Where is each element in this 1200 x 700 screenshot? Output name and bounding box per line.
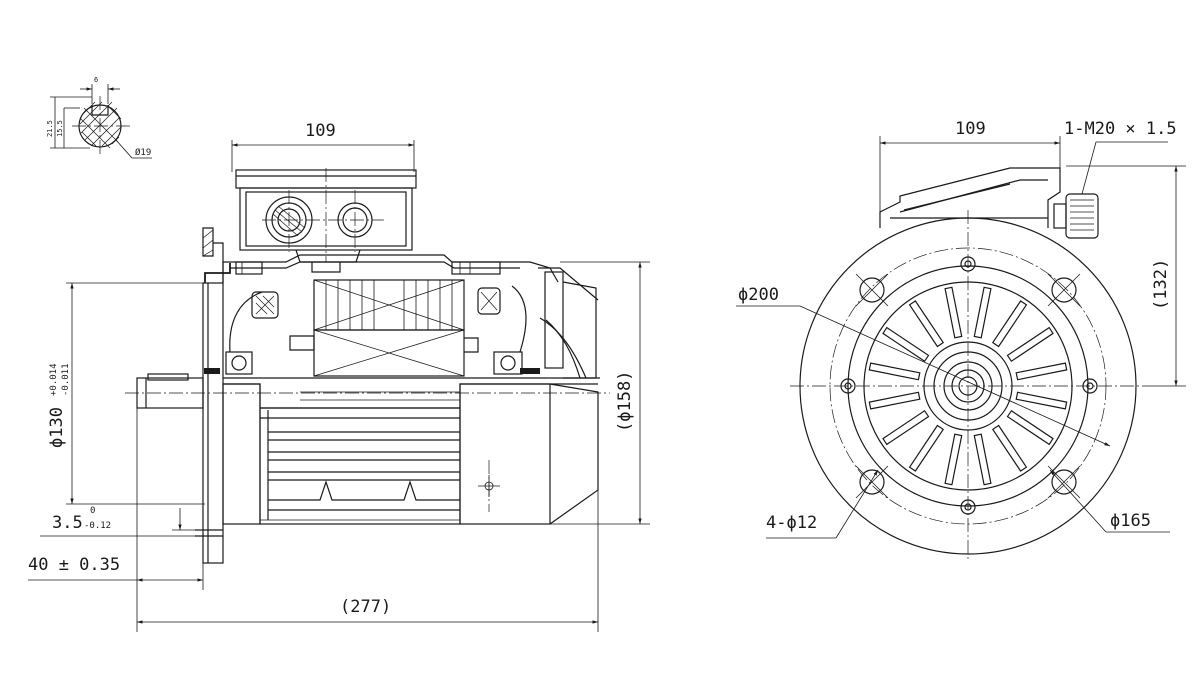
- spigot-diameter-label: ϕ130: [47, 407, 67, 448]
- end-fan-ribs: [868, 286, 1068, 486]
- bolt-holes-label: 4-ϕ12: [766, 513, 817, 533]
- fan-rib: [908, 300, 945, 348]
- spigot-tolerance-upper: +0.014: [49, 363, 59, 396]
- cable-gland-label: 1-M20 × 1.5: [1064, 119, 1177, 139]
- terminal-box-width-label: 109: [305, 121, 336, 141]
- fan-rib: [973, 433, 992, 486]
- pitch-circle-label: ϕ165: [1110, 511, 1151, 531]
- fan-rib: [868, 362, 921, 381]
- fan-rib: [973, 286, 992, 339]
- dim-21-5-label: 21.5: [46, 120, 54, 137]
- flange-tolerance-lower: -0.12: [84, 521, 111, 531]
- flange-hole: [855, 465, 889, 499]
- dim-15-5-label: 15.5: [56, 120, 64, 137]
- fan-rib: [1015, 362, 1068, 381]
- end-shield-bolts: [840, 256, 1098, 515]
- shaft-key-section-detail: 6 21.5 15.5 Ø19: [46, 76, 152, 159]
- terminal-box: [235, 168, 417, 273]
- flange-hole: [1047, 465, 1081, 499]
- flange-tolerance-upper: 0: [90, 506, 95, 516]
- fan-rib: [991, 300, 1028, 348]
- frame-diameter-label: (ϕ158): [615, 371, 635, 432]
- flange-diameter-label: ϕ200: [738, 285, 779, 305]
- fan-rib: [868, 391, 921, 410]
- shaft-length-label: 40 ± 0.35: [28, 555, 120, 575]
- spigot-tolerance-lower: -0.011: [61, 363, 71, 396]
- key-width-label: 6: [94, 76, 98, 84]
- flange-hole: [855, 273, 889, 307]
- flange-thickness-label: 3.5: [52, 513, 83, 533]
- motor-side-section-view: 109: [28, 121, 650, 632]
- shaft-diameter-label: Ø19: [135, 147, 151, 158]
- output-shaft: [125, 373, 610, 409]
- mounting-flange: [195, 227, 231, 564]
- fan-rib: [1006, 326, 1054, 363]
- fan-rib: [882, 409, 930, 446]
- stator-section: [204, 254, 599, 379]
- centre-height-label: (132): [1151, 259, 1171, 310]
- end-terminal-box: [879, 167, 1099, 239]
- motor-end-view: 109 1-M20 × 1.5 (132) ϕ200 4-ϕ12 ϕ165: [736, 119, 1186, 560]
- fan-rib: [882, 326, 930, 363]
- end-terminal-box-width-label: 109: [955, 119, 986, 139]
- flange-hole: [1047, 273, 1081, 307]
- fan-rib: [944, 433, 963, 486]
- fan-rib: [991, 424, 1028, 472]
- fan-rib: [944, 286, 963, 339]
- fan-rib: [1006, 409, 1054, 446]
- overall-length-label: (277): [340, 597, 391, 617]
- frame-exterior: [222, 377, 600, 525]
- flange-mounting-holes: [855, 273, 1081, 499]
- fan-rib: [1015, 391, 1068, 410]
- fan-rib: [908, 424, 945, 472]
